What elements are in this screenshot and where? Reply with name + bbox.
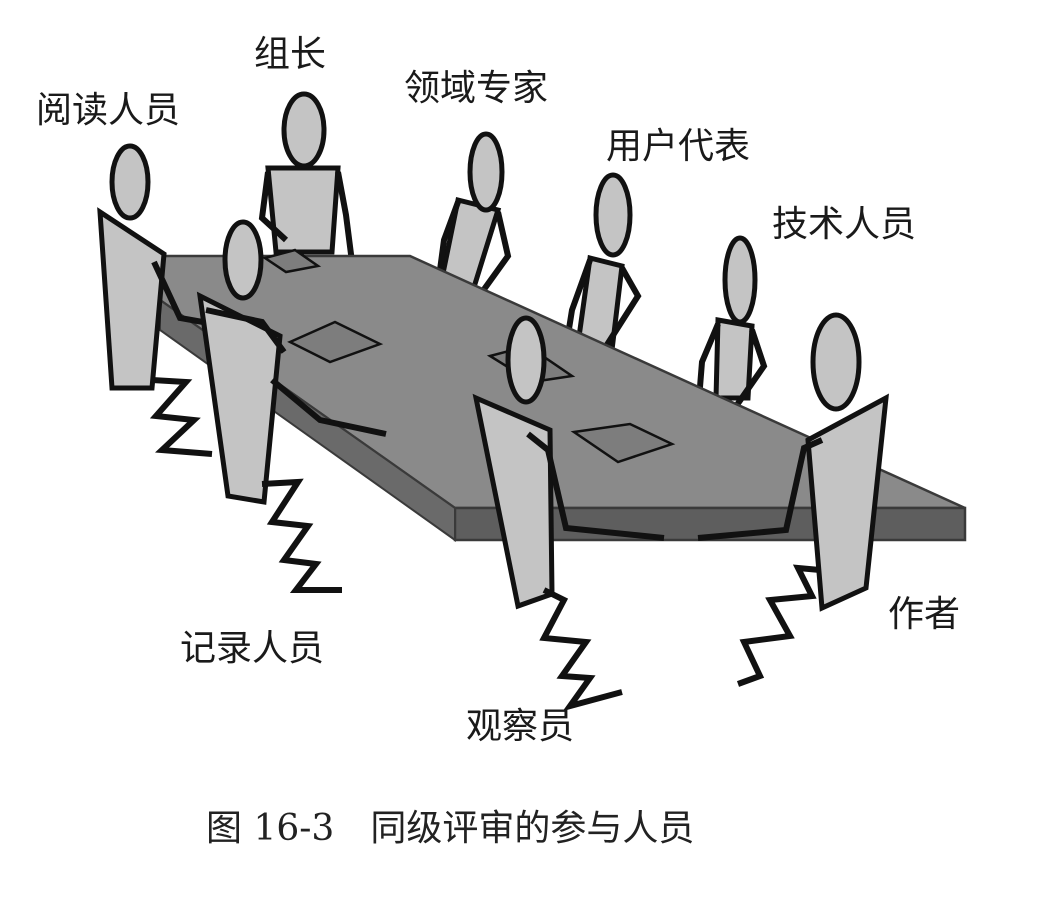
label-reader: 阅读人员 [36,90,180,131]
figure-moderator [258,91,355,263]
figure-technical-staff [695,235,768,440]
label-observer: 观察员 [466,706,574,747]
label-domain-expert: 领域专家 [404,68,548,109]
paper-1 [262,248,322,274]
label-moderator: 组长 [254,34,326,75]
figure-caption: 图 16-3 同级评审的参与人员 [206,808,694,849]
label-user-representative: 用户代表 [606,126,750,167]
figure-observer [472,315,665,712]
figure-reader [97,143,249,457]
figure-author [697,312,889,687]
figure-user-representative [561,172,642,364]
paper-4 [570,422,676,464]
paper-2 [287,320,384,364]
figure-recorder [196,219,387,593]
label-recorder: 记录人员 [180,628,324,669]
label-technical-staff: 技术人员 [772,204,916,245]
label-author: 作者 [888,594,960,635]
